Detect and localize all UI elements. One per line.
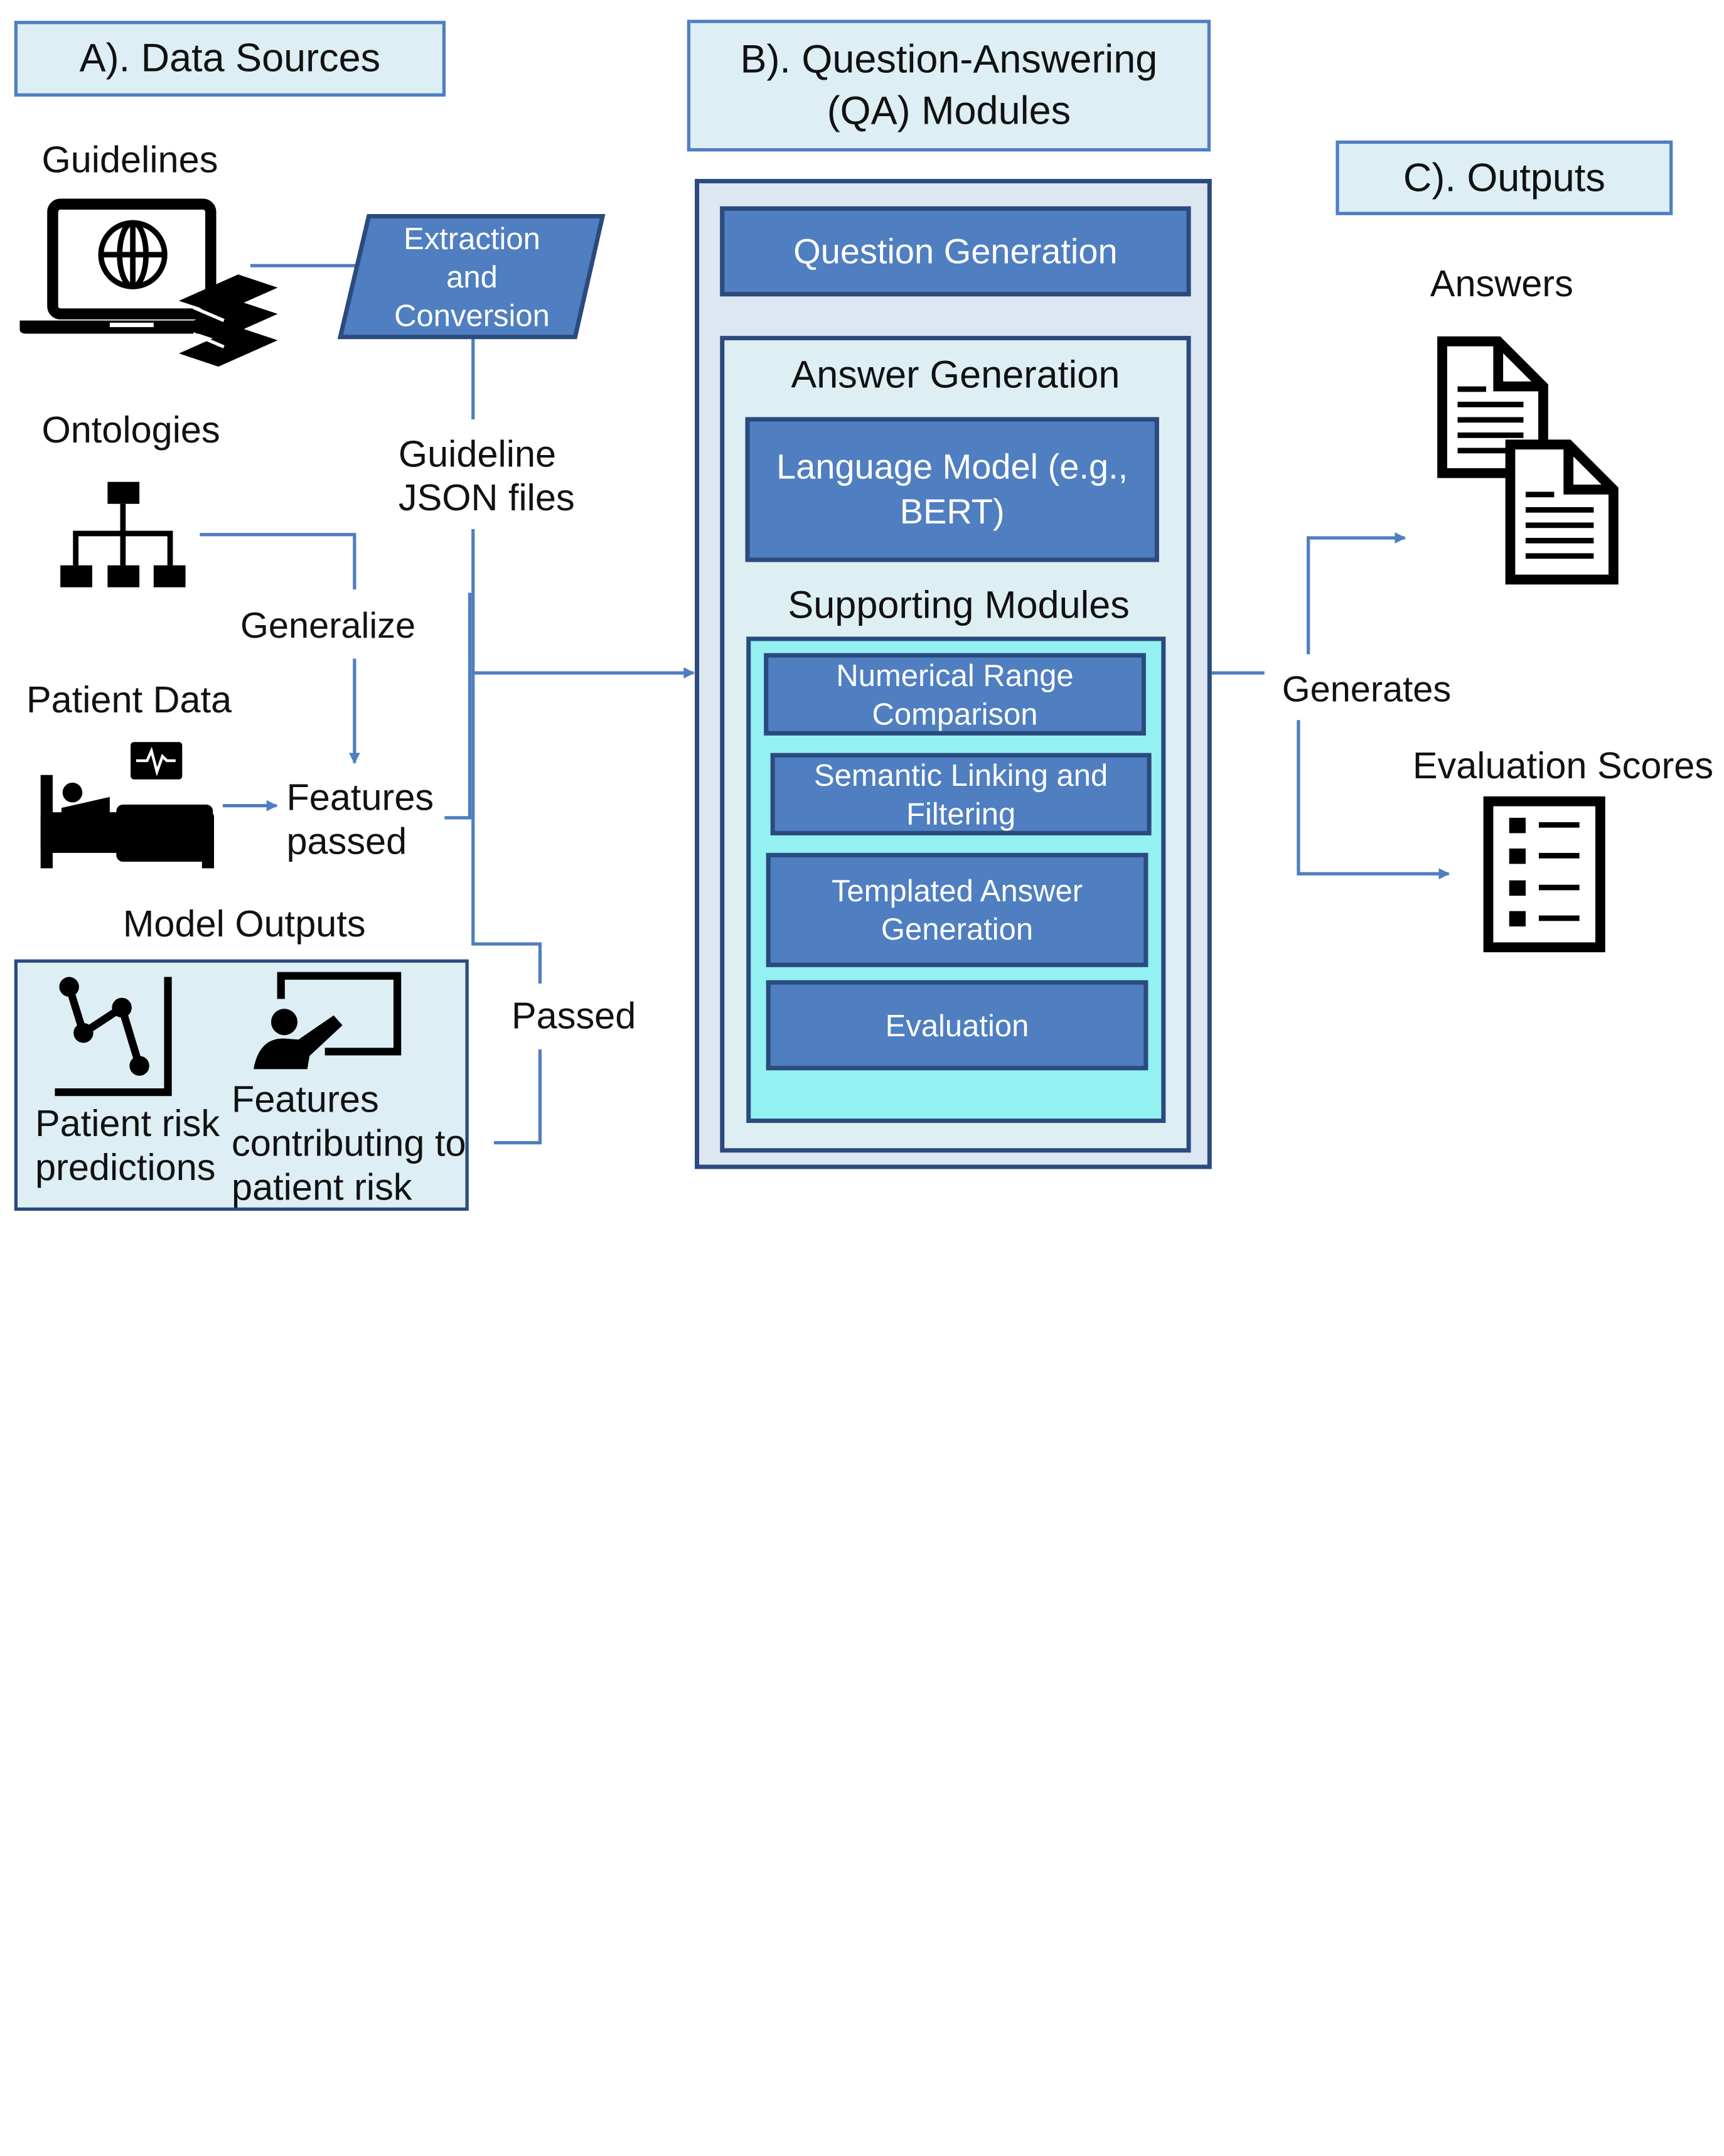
answers-label: Answers [1430, 263, 1573, 306]
generates-to-answers-arrow [1307, 532, 1406, 655]
language-model-line2: BERT) [899, 491, 1005, 532]
language-model-line1: Language Model (e.g., [776, 446, 1128, 486]
generalize-label: Generalize [240, 604, 416, 646]
ontology-connector [200, 533, 356, 590]
module-numerical-range-line2: Comparison [872, 696, 1038, 731]
evaluation-scores-label: Evaluation Scores [1412, 745, 1714, 787]
module-evaluation: Evaluation [766, 980, 1148, 1071]
features-passed-line2: passed [286, 821, 407, 863]
json-down-connector [471, 528, 542, 984]
patient-risk-line1: Patient risk [35, 1103, 220, 1145]
laptop-globe-icon [19, 198, 227, 334]
generates-to-scores-arrow [1297, 720, 1450, 880]
module-semantic-linking-line1: Semantic Linking and [814, 758, 1108, 792]
line-chart-icon [55, 977, 172, 1097]
extraction-parallelogram [337, 214, 606, 340]
features-passed-line1: Features [286, 777, 434, 819]
section-a-title: A). Data Sources [79, 35, 381, 80]
answer-generation-label: Answer Generation [791, 353, 1120, 397]
books-icon [179, 274, 278, 367]
section-b-title-line1: B). Question-Answering [740, 36, 1158, 82]
supporting-modules-label: Supporting Modules [788, 584, 1130, 627]
module-templated-answer-line2: Generation [881, 912, 1034, 947]
model-outputs-box [14, 959, 469, 1211]
question-generation-label: Question Generation [793, 231, 1118, 271]
json-files-label: Guideline JSON files [399, 432, 575, 520]
features-contributing-line2: contributing to [232, 1123, 466, 1165]
checklist-icon [1483, 796, 1605, 953]
module-templated-answer-line1: Templated Answer [831, 874, 1083, 908]
module-semantic-linking: Semantic Linking and Filtering [770, 753, 1152, 835]
extraction-line1: Extraction [404, 221, 540, 255]
features-contributing-label: Features contributing to patient risk [232, 1078, 466, 1209]
json-files-line2: JSON files [398, 477, 575, 520]
patient-risk-line2: predictions [35, 1147, 216, 1189]
passed-label: Passed [511, 995, 636, 1038]
patient-data-label: Patient Data [26, 679, 232, 722]
module-semantic-linking-line2: Filtering [906, 796, 1016, 831]
question-generation-box: Question Generation [720, 206, 1191, 297]
module-numerical-range: Numerical Range Comparison [764, 653, 1146, 736]
guidelines-label: Guidelines [41, 139, 218, 181]
module-evaluation-label: Evaluation [885, 1008, 1029, 1043]
document-icon [1437, 336, 1619, 585]
features-passed-label: Features passed [286, 776, 434, 864]
ontologies-label: Ontologies [41, 409, 220, 451]
section-c-title: C). Outputs [1403, 154, 1605, 200]
module-templated-answer: Templated Answer Generation [766, 852, 1148, 967]
features-contributing-line3: patient risk [232, 1167, 412, 1209]
patient-risk-label: Patient risk predictions [35, 1102, 220, 1190]
json-files-line1: Guideline [398, 433, 557, 476]
heart-monitor-icon [131, 742, 183, 780]
extraction-line2: and [446, 259, 498, 294]
patient-bed-icon [40, 775, 215, 869]
generates-label: Generates [1282, 668, 1452, 709]
hierarchy-icon [60, 481, 186, 587]
module-numerical-range-line1: Numerical Range [836, 658, 1074, 692]
extraction-label: Extraction and Conversion [373, 220, 571, 334]
language-model-box: Language Model (e.g., BERT) [745, 417, 1159, 562]
section-a-header: A). Data Sources [14, 21, 446, 97]
section-b-title-line2: (QA) Modules [827, 87, 1071, 133]
passed-to-model-outputs-connector [493, 1049, 542, 1145]
section-c-header: C). Outputs [1336, 140, 1673, 215]
section-b-header: B). Question-Answering (QA) Modules [687, 19, 1211, 152]
presenter-icon [253, 972, 402, 1070]
features-contributing-line1: Features [232, 1079, 379, 1121]
features-passed-merge-connector [444, 593, 472, 820]
extraction-line3: Conversion [394, 298, 550, 333]
model-outputs-label: Model Outputs [122, 903, 366, 945]
